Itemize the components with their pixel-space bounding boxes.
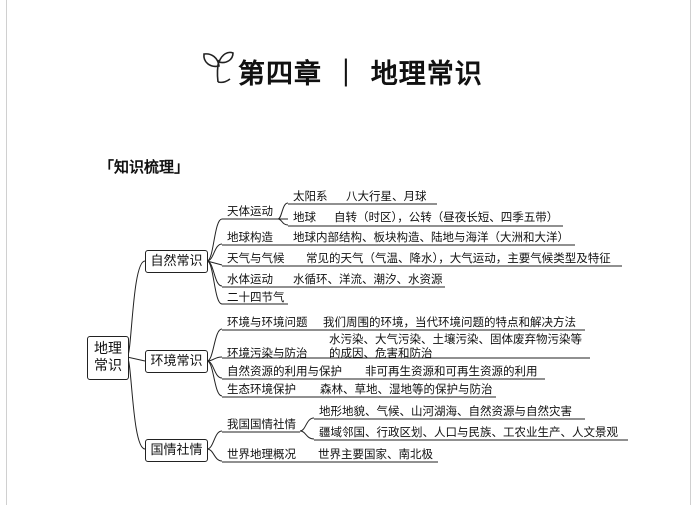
structure-content: 地球内部结构、板块构造、陆地与海洋（大洲和大洋） xyxy=(293,230,569,244)
solar-terms-label: 二十四节气 xyxy=(227,290,285,304)
root-label-line2: 常识 xyxy=(94,358,122,374)
pollution-content-line2: 的成因、危害和防治 xyxy=(329,346,433,360)
water-content: 水循环、洋流、潮汐、水资源 xyxy=(293,272,443,286)
earth-label: 地球 xyxy=(293,210,316,224)
resources-label: 自然资源的利用与保护 xyxy=(227,364,342,378)
china-label: 我国国情社情 xyxy=(227,417,296,431)
page-edge-left xyxy=(6,0,7,505)
weather-content: 常见的天气（气温、降水），大气运动，主要气候类型及特征 xyxy=(306,251,611,265)
sprout-icon xyxy=(203,51,234,84)
section-title: 「知识梳理」 xyxy=(99,158,190,176)
branch-national: 国情社情 xyxy=(145,439,208,462)
structure-label: 地球构造 xyxy=(227,230,273,244)
page-edge-right xyxy=(690,0,691,505)
solar-system-content: 八大行星、月球 xyxy=(346,189,427,203)
world-content: 世界主要国家、南北极 xyxy=(318,447,433,461)
branch-natural: 自然常识 xyxy=(145,250,208,273)
chapter-title: 第四章 ｜ 地理常识 xyxy=(238,59,483,90)
root-label-line1: 地理 xyxy=(94,341,122,357)
earth-content: 自转（时区），公转（昼夜长短、四季五带） xyxy=(334,210,559,224)
issues-label: 环境与环境问题 xyxy=(227,315,308,329)
solar-system-label: 太阳系 xyxy=(293,189,328,203)
world-label: 世界地理概况 xyxy=(227,447,296,461)
branch-environment: 环境常识 xyxy=(145,350,208,373)
water-label: 水体运动 xyxy=(227,272,273,286)
resources-content: 非可再生资源和可再生资源的利用 xyxy=(365,364,538,378)
weather-label: 天气与气候 xyxy=(227,251,285,265)
celestial-label: 天体运动 xyxy=(227,204,273,218)
china-content-line2: 疆域邻国、行政区划、人口与民族、工农业生产、人文景观 xyxy=(319,425,618,439)
pollution-label: 环境污染与防治 xyxy=(227,346,308,360)
root-node: 地理 常识 xyxy=(87,336,129,380)
china-content-line1: 地形地貌、气候、山河湖海、自然资源与自然灾害 xyxy=(319,404,572,418)
issues-content: 我们周围的环境，当代环境问题的特点和解决方法 xyxy=(323,315,576,329)
ecology-content: 森林、草地、湿地等的保护与防治 xyxy=(320,382,493,396)
chapter-header: 第四章 ｜ 地理常识 xyxy=(200,50,500,90)
pollution-content-line1: 水污染、大气污染、土壤污染、固体废弃物污染等 xyxy=(329,332,582,346)
ecology-label: 生态环境保护 xyxy=(227,382,296,396)
